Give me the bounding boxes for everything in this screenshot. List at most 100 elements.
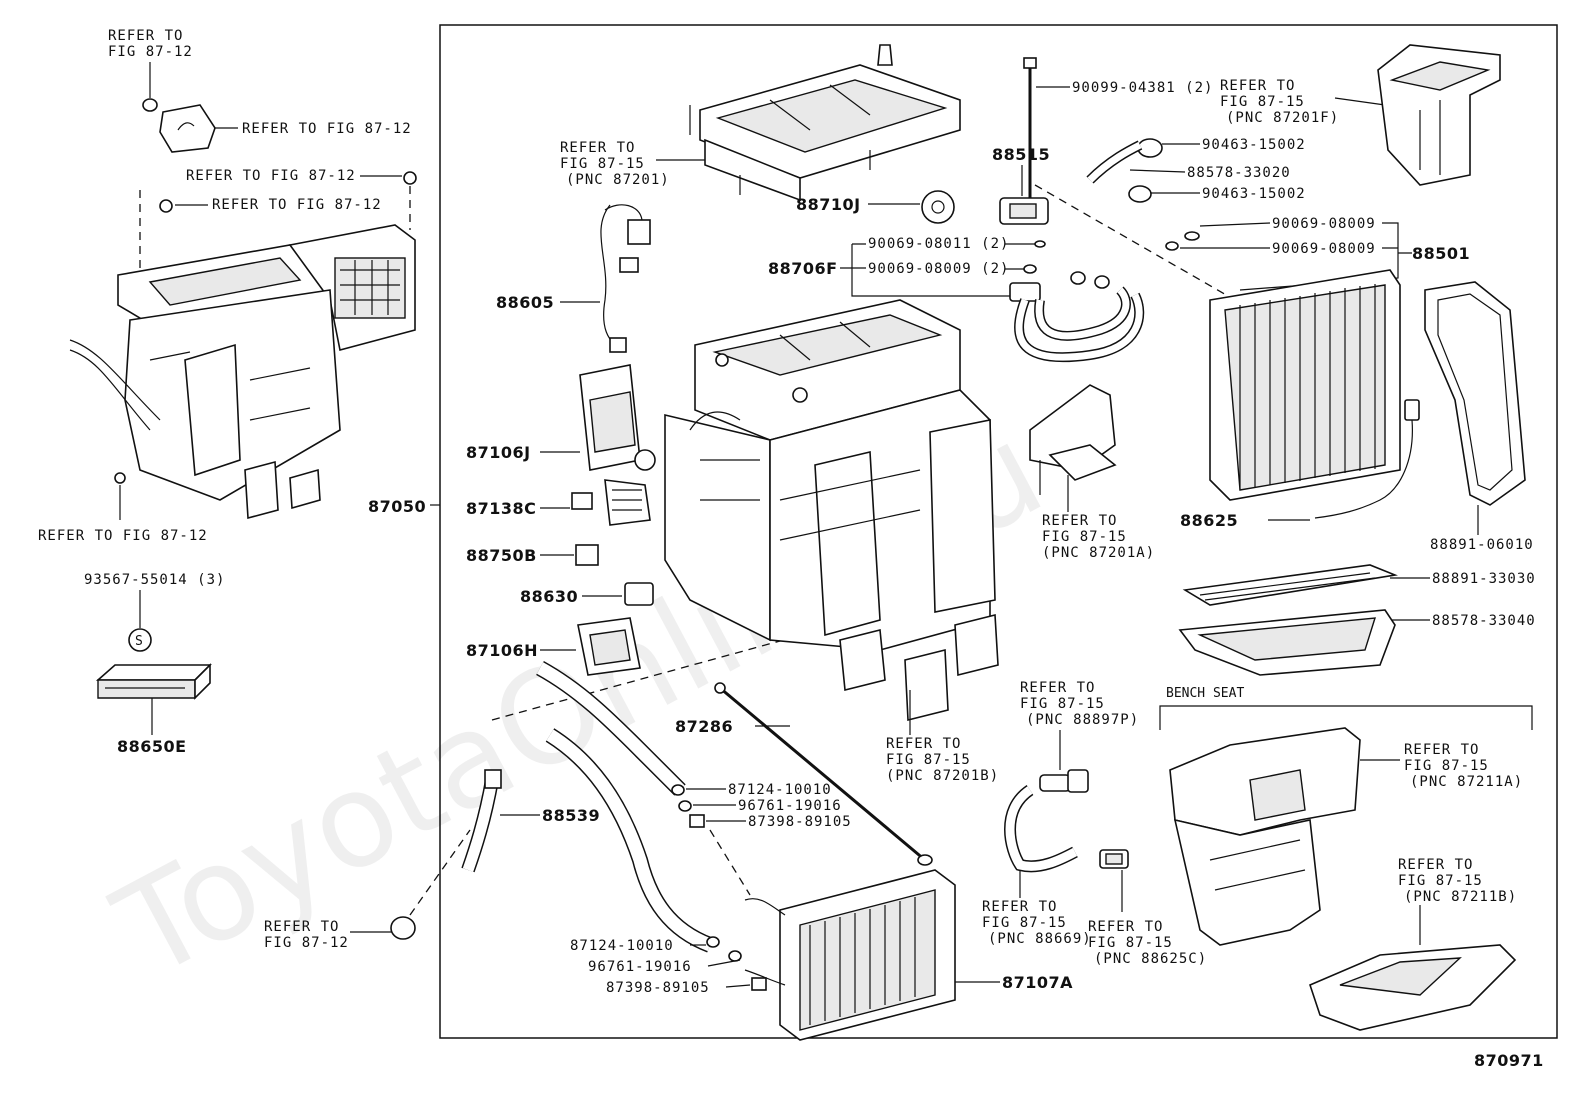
connector-88625c-icon: [1099, 849, 1129, 869]
callout-refer-bottom-bolt: REFER TO FIG 87-12: [38, 528, 208, 544]
svg-text:(PNC 88625C): (PNC 88625C): [1094, 951, 1207, 967]
clip-right-icon: [403, 171, 417, 185]
callout-refer-87201: REFER TO FIG 87-15 (PNC 87201): [560, 140, 670, 188]
o-ring-90069-a-icon: [1184, 231, 1200, 241]
svg-text:FIG 87-15: FIG 87-15: [1042, 529, 1127, 545]
duct-87201a-icon: [1029, 384, 1117, 495]
evaporator-88501-icon: [1209, 269, 1401, 501]
svg-text:FIG 87-15: FIG 87-15: [560, 156, 645, 172]
part-90069-08009-b: 90069-08009: [1272, 241, 1376, 257]
control-module-88650e-icon: [95, 663, 212, 700]
heater-assembly-overview-icon: [69, 224, 416, 520]
part-87398-89105-b: 87398-89105: [606, 980, 710, 996]
relay-88750b-icon: [575, 544, 599, 566]
clamps-upper-icon: [671, 784, 705, 828]
callout-refer-88625c: REFER TO FIG 87-15 (PNC 88625C): [1088, 919, 1207, 967]
svg-text:FIG 87-15: FIG 87-15: [1404, 758, 1489, 774]
callout-refer-clip-right: REFER TO FIG 87-12: [186, 168, 356, 184]
heater-core-87107a-icon: [744, 869, 956, 1041]
part-88578-33040: 88578-33040: [1432, 613, 1536, 629]
part-87398-89105-a: 87398-89105: [748, 814, 852, 830]
part-90099-04381: 90099-04381 (2): [1072, 80, 1213, 96]
svg-text:REFER TO: REFER TO: [982, 899, 1057, 915]
connector-88897p-icon: [1039, 769, 1089, 793]
wire-harness-88605-icon: [600, 204, 651, 353]
thermistor-88625-icon: [1314, 399, 1420, 519]
svg-text:REFER TO: REFER TO: [1088, 919, 1163, 935]
filter-88891-33030-icon: [1182, 564, 1398, 606]
part-90463-15002-b: 90463-15002: [1202, 186, 1306, 202]
callout-refer-clip-left: REFER TO FIG 87-12: [212, 197, 382, 213]
part-88630: 88630: [520, 587, 578, 606]
part-87124-10010-a: 87124-10010: [728, 782, 832, 798]
part-88605: 88605: [496, 293, 554, 312]
bench-seat-bracket: [1159, 705, 1533, 730]
svg-text:FIG 87-15: FIG 87-15: [1020, 696, 1105, 712]
part-87106j: 87106J: [466, 443, 531, 462]
duct-87201f-icon: [1377, 44, 1501, 186]
svg-text:(PNC 87201A): (PNC 87201A): [1042, 545, 1155, 561]
svg-text:REFER TO: REFER TO: [108, 28, 183, 44]
part-87124-10010-b: 87124-10010: [570, 938, 674, 954]
part-90069-08009-a: 90069-08009: [1272, 216, 1376, 232]
svg-text:REFER TO: REFER TO: [264, 919, 339, 935]
cover-plate-icon: [159, 104, 238, 153]
o-ring-small-icon: [1034, 240, 1046, 248]
clip-left-icon: [159, 199, 173, 213]
rear-heater-87211a-icon: [1169, 727, 1361, 946]
svg-text:(PNC 87211A): (PNC 87211A): [1410, 774, 1523, 790]
servo-87106h-icon: [577, 617, 641, 676]
resistor-87138c-icon: [571, 479, 651, 526]
grommet-small-icon: [142, 62, 158, 112]
svg-text:FIG 87-12: FIG 87-12: [264, 935, 349, 951]
part-88650e: 88650E: [117, 737, 187, 756]
part-88710j: 88710J: [796, 195, 861, 214]
grommet-large-icon: [390, 916, 416, 940]
svg-text:FIG 87-15: FIG 87-15: [1088, 935, 1173, 951]
part-87107a: 87107A: [1002, 973, 1073, 992]
svg-text:REFER TO: REFER TO: [560, 140, 635, 156]
callout-refer-87211a: REFER TO FIG 87-15 (PNC 87211A): [1404, 742, 1523, 790]
callout-refer-87201b: REFER TO FIG 87-15 (PNC 87201B): [886, 736, 999, 784]
svg-text:REFER TO: REFER TO: [1220, 78, 1295, 94]
callout-refer-87201a: REFER TO FIG 87-15 (PNC 87201A): [1042, 513, 1155, 561]
part-88891-06010: 88891-06010: [1430, 537, 1534, 553]
part-88750b: 88750B: [466, 546, 537, 565]
callout-refer-grommet: REFER TO FIG 87-12: [264, 919, 349, 951]
part-87106h: 87106H: [466, 641, 538, 660]
drain-pan-88578-33040-icon: [1178, 609, 1396, 676]
rear-duct-87211b-icon: [1309, 944, 1517, 1031]
svg-text:FIG 87-15: FIG 87-15: [982, 915, 1067, 931]
callout-refer-87201f: REFER TO FIG 87-15 (PNC 87201F): [1220, 78, 1338, 126]
sensor-88630-icon: [624, 582, 654, 606]
clamp-90463-a-icon: [1137, 138, 1163, 158]
svg-text:FIG 87-15: FIG 87-15: [1398, 873, 1483, 889]
part-88578-33020: 88578-33020: [1187, 165, 1291, 181]
svg-text:REFER TO: REFER TO: [1398, 857, 1473, 873]
sensor-rod-87286-icon: [714, 682, 933, 866]
svg-text:(PNC 87201B): (PNC 87201B): [886, 768, 999, 784]
part-90069-08011: 90069-08011 (2): [868, 236, 1009, 252]
clamp-90463-b-icon: [1128, 185, 1152, 203]
part-88625: 88625: [1180, 511, 1238, 530]
part-90463-15002-a: 90463-15002: [1202, 137, 1306, 153]
svg-text:FIG 87-15: FIG 87-15: [886, 752, 971, 768]
part-87138c: 87138C: [466, 499, 536, 518]
part-88501: 88501: [1412, 244, 1470, 263]
hoses-icon: [461, 660, 714, 953]
section-heading-bench-seat: BENCH SEAT: [1166, 686, 1244, 701]
svg-text:(PNC 87211B): (PNC 87211B): [1404, 889, 1517, 905]
part-87050: 87050: [368, 497, 426, 516]
refrigerant-pipes-icon: [1009, 271, 1145, 363]
part-87286: 87286: [675, 717, 733, 736]
svg-text:(PNC 88897P): (PNC 88897P): [1026, 712, 1139, 728]
o-ring-icon: [1023, 264, 1037, 274]
diagram-number: 870971: [1474, 1051, 1544, 1070]
callout-refer-88669: REFER TO FIG 87-15 (PNC 88669): [982, 899, 1091, 947]
seal-88891-06010-icon: [1424, 281, 1526, 506]
svg-text:FIG 87-12: FIG 87-12: [108, 44, 193, 60]
part-96761-19016-b: 96761-19016: [588, 959, 692, 975]
svg-text:(PNC 87201): (PNC 87201): [566, 172, 670, 188]
part-93567-55014: 93567-55014 (3): [84, 572, 225, 588]
